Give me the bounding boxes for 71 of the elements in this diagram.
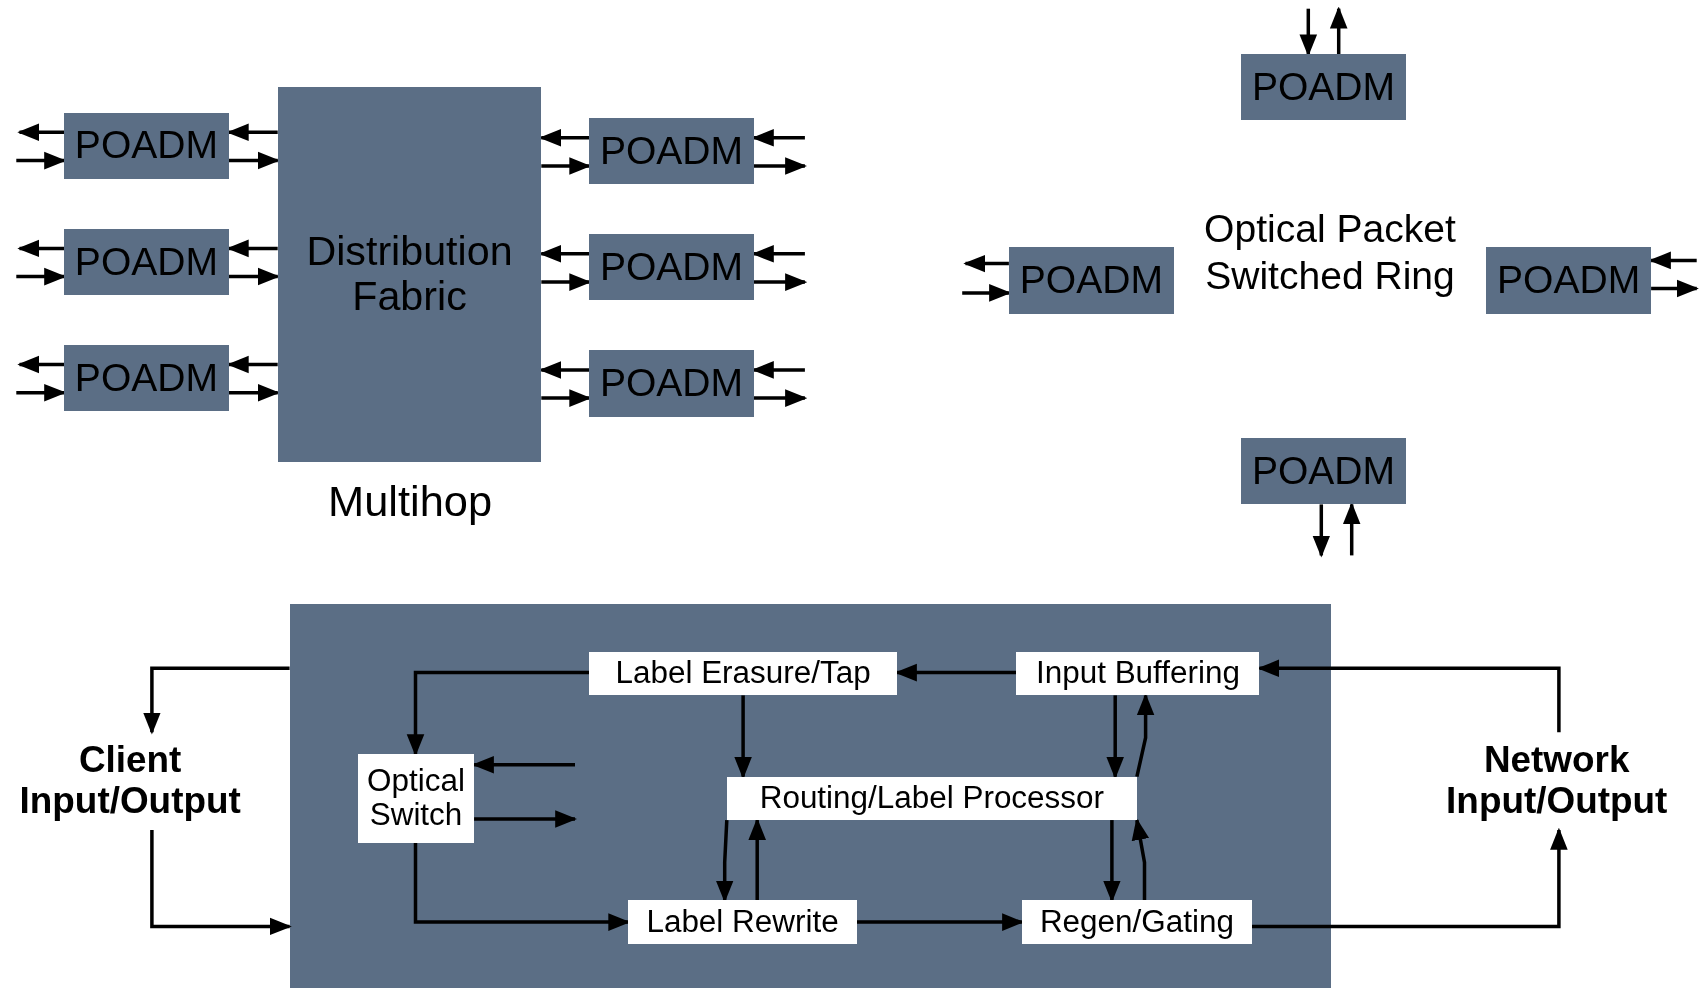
fabric-box: Distribution Fabric xyxy=(277,86,542,463)
arrow xyxy=(541,273,592,291)
arrow xyxy=(751,245,805,263)
arrow xyxy=(539,361,590,379)
node-label: Multihop xyxy=(327,476,493,528)
function-box: Routing/Label Processor xyxy=(726,776,1137,821)
arrow xyxy=(1131,817,1150,901)
function-box: Optical Switch xyxy=(358,753,475,843)
arrow xyxy=(541,157,592,175)
arrow xyxy=(1106,695,1124,779)
function-box: Label Rewrite xyxy=(628,900,857,944)
arrow xyxy=(228,267,280,286)
arrow xyxy=(16,267,67,286)
arrow xyxy=(1257,659,1561,733)
arrow xyxy=(413,842,631,931)
ring-label: Optical Packet Switched Ring xyxy=(1203,206,1457,299)
module-box: POADM xyxy=(64,112,229,179)
arrow xyxy=(751,361,805,379)
arrow xyxy=(1312,504,1331,558)
module-box: POADM xyxy=(589,118,754,185)
node-panel xyxy=(289,604,1332,988)
arrow xyxy=(226,123,278,142)
io-label: Network Input/Output xyxy=(1418,732,1695,830)
arrow xyxy=(894,663,1017,682)
arrow xyxy=(150,829,292,936)
arrow xyxy=(754,389,808,407)
module-box: POADM xyxy=(1241,54,1406,121)
arrow xyxy=(715,820,734,903)
arrow xyxy=(539,129,590,147)
arrow xyxy=(16,383,67,402)
arrow xyxy=(734,695,752,779)
arrow xyxy=(1103,820,1121,903)
arrow xyxy=(754,273,808,291)
module-box: POADM xyxy=(1486,247,1652,314)
arrow xyxy=(1648,251,1697,270)
arrow xyxy=(748,817,766,901)
arrow xyxy=(1251,827,1568,929)
arrow xyxy=(963,254,1009,273)
arrow xyxy=(226,239,278,258)
arrow xyxy=(471,756,575,774)
arrow xyxy=(228,151,280,170)
arrow xyxy=(857,913,1025,931)
arrow xyxy=(17,239,64,258)
arrow xyxy=(17,123,64,142)
arrow xyxy=(541,389,592,407)
arrow xyxy=(143,666,290,735)
arrow xyxy=(1342,502,1361,556)
arrow xyxy=(1329,6,1348,55)
arrow xyxy=(228,383,280,402)
arrow xyxy=(17,355,64,374)
module-box: POADM xyxy=(64,228,229,296)
arrow xyxy=(406,670,590,757)
module-box: POADM xyxy=(589,350,754,417)
arrow xyxy=(16,151,67,170)
module-box: POADM xyxy=(1008,247,1174,314)
arrow xyxy=(1299,8,1318,57)
function-box: Regen/Gating xyxy=(1021,900,1252,944)
arrow xyxy=(474,810,578,828)
arrow xyxy=(751,129,805,147)
arrow xyxy=(962,284,1012,302)
function-box: Input Buffering xyxy=(1016,651,1260,696)
arrow xyxy=(539,245,590,263)
function-box: Label Erasure/Tap xyxy=(589,651,898,696)
module-box: POADM xyxy=(589,234,754,301)
arrow xyxy=(1135,693,1155,778)
io-label: Client Input/Output xyxy=(2,732,259,830)
module-box: POADM xyxy=(64,344,229,412)
module-box: POADM xyxy=(1241,438,1406,505)
arrow xyxy=(1651,279,1699,298)
arrow xyxy=(226,355,278,374)
arrow xyxy=(754,157,808,175)
